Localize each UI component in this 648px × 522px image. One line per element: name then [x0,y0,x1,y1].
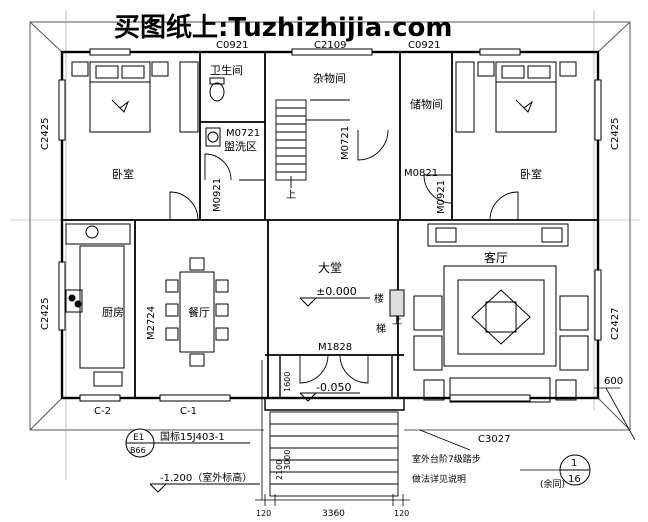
dim-120-right: 120 [394,509,409,518]
dimension-lines [255,360,636,506]
callout-section-bottom: 16 [568,474,581,485]
door-m1828: M1828 [318,342,352,353]
room-storage-mid: 杂物间 [313,71,346,85]
door-m2724: M2724 [146,306,157,340]
bed-right [455,61,577,133]
room-wash-area: 盥洗区 [224,140,257,153]
door-m0921-a: M0921 [212,178,223,212]
windows-marks [58,48,602,402]
bed-left [71,61,199,133]
window-c0921-right: C0921 [408,40,440,51]
bathroom-fixtures [205,77,225,147]
room-dining: 餐厅 [188,305,210,319]
window-c1-bottom: C-1 [180,406,197,417]
door-m0721-b: M0721 [340,126,351,160]
stairs-note-1: 室外台阶7级踏步 [412,453,481,465]
detail-note: (余同) [540,478,565,490]
dim-3000: 3000 [283,450,292,470]
room-living: 客厅 [484,250,508,265]
window-c2425-lt: C2425 [40,118,51,150]
dining-table [165,257,229,367]
outdoor-level: -1.200（室外标高） [160,471,252,484]
living-furniture [389,223,589,403]
window-c2109: C2109 [314,40,346,51]
window-c2427-r: C2427 [610,308,621,340]
door-m0721-a: M0721 [226,128,260,139]
level-markers [149,297,370,493]
outdoor-steps [269,411,399,497]
std-ref: 国标15J403-1 [160,431,225,443]
stairs-up: 上 [286,189,296,201]
door-m0921-b: M0921 [436,180,447,214]
gallery-right: 梯 [376,322,386,335]
dim-3360: 3360 [322,509,345,519]
window-c2-bottom: C-2 [94,406,111,417]
window-c2425-lb: C2425 [40,298,51,330]
room-bedroom-right: 卧室 [520,167,542,181]
room-bathroom: 卫生间 [210,63,243,77]
dim-2100: 2100 [275,460,284,480]
stairs [275,99,350,188]
gallery-left: 楼 [374,292,384,305]
gallery-up: 上 [392,315,402,327]
window-c0921-left: C0921 [216,40,248,51]
room-hall: 大堂 [318,261,342,275]
kitchen-fixtures [65,223,131,387]
dim-120-left: 120 [256,509,271,518]
dim-1600: 1600 [283,372,292,392]
entrance-porch [264,355,405,411]
window-c2425-rt: C2425 [610,118,621,150]
stairs-note-2: 做法详见说明 [412,473,466,485]
watermark: 买图纸上:Tuzhizhijia.com [114,12,453,43]
callout-e1-bottom: B66 [130,446,146,455]
room-storage-right: 储物间 [410,97,443,111]
interior-walls [62,52,598,398]
hall-level: ±0.000 [316,285,357,298]
eave-outline [29,21,631,431]
door-swings [169,129,519,384]
dim-600: 600 [604,376,623,387]
door-m0821: M0821 [404,168,438,179]
callout-e1 [125,428,250,458]
callout-section-top: 1 [571,458,577,469]
callout-section [559,454,591,486]
room-bedroom-left: 卧室 [112,167,134,181]
window-c3027: C3027 [478,434,510,445]
callout-e1-top: E1 [133,433,144,443]
room-kitchen: 厨房 [102,306,124,319]
entry-level: -0.050 [316,381,351,394]
